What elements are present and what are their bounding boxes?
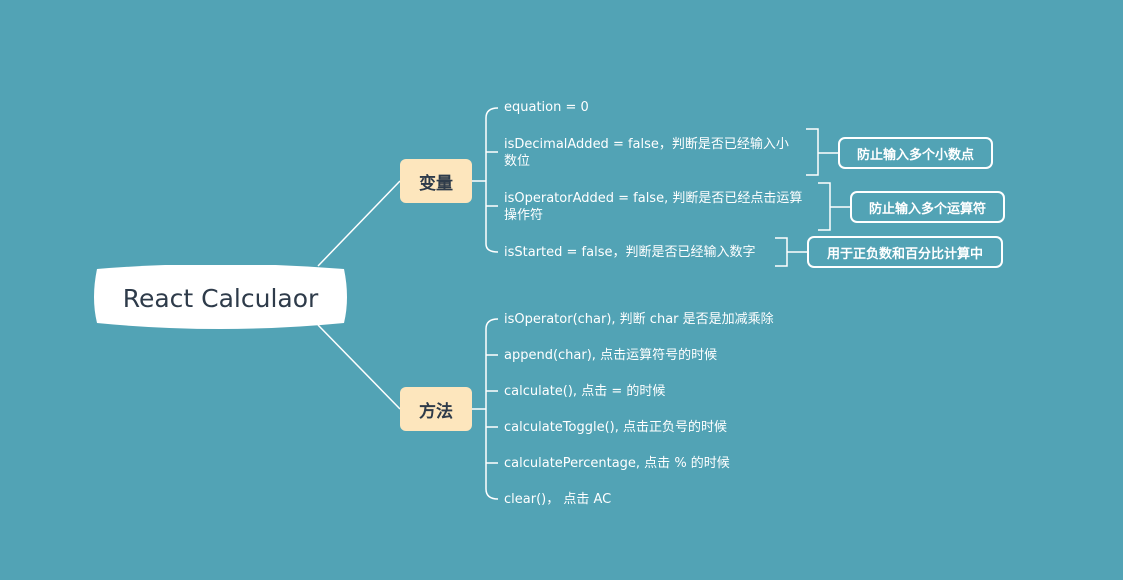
branch-variables[interactable]: 变量: [400, 159, 472, 203]
root-title: React Calculaor: [122, 283, 319, 313]
root-node[interactable]: React Calculaor: [91, 265, 350, 331]
connector-root-variables: [317, 180, 401, 267]
spine-variables: [485, 107, 499, 253]
connector-root-methods: [317, 324, 401, 410]
variable-item[interactable]: isDecimalAdded = false，判断是否已经输入小数位: [504, 137, 789, 169]
spine-methods: [485, 318, 499, 500]
bracket-decimal: [806, 128, 838, 176]
variable-item[interactable]: isStarted = false，判断是否已经输入数字: [504, 245, 756, 260]
method-item[interactable]: calculateToggle(), 点击正负号的时候: [504, 420, 727, 435]
method-item[interactable]: clear()， 点击 AC: [504, 492, 612, 507]
root-shape: [94, 265, 347, 329]
branch-methods-label: 方法: [419, 401, 453, 422]
method-item[interactable]: isOperator(char), 判断 char 是否是加减乘除: [504, 312, 774, 327]
method-item[interactable]: append(char), 点击运算符号的时候: [504, 348, 718, 363]
variable-item[interactable]: equation = 0: [504, 100, 589, 115]
note-started[interactable]: 用于正负数和百分比计算中: [807, 236, 1003, 268]
bracket-operator: [818, 182, 850, 231]
branch-variables-label: 变量: [419, 173, 453, 194]
variable-item[interactable]: isOperatorAdded = false, 判断是否已经点击运算操作符: [504, 191, 803, 223]
method-item[interactable]: calculate(), 点击 = 的时候: [504, 384, 666, 399]
note-operator[interactable]: 防止输入多个运算符: [850, 191, 1005, 223]
method-item[interactable]: calculatePercentage, 点击 % 的时候: [504, 456, 730, 471]
branch-methods[interactable]: 方法: [400, 387, 472, 431]
note-decimal[interactable]: 防止输入多个小数点: [838, 137, 993, 169]
bracket-started: [775, 237, 807, 267]
